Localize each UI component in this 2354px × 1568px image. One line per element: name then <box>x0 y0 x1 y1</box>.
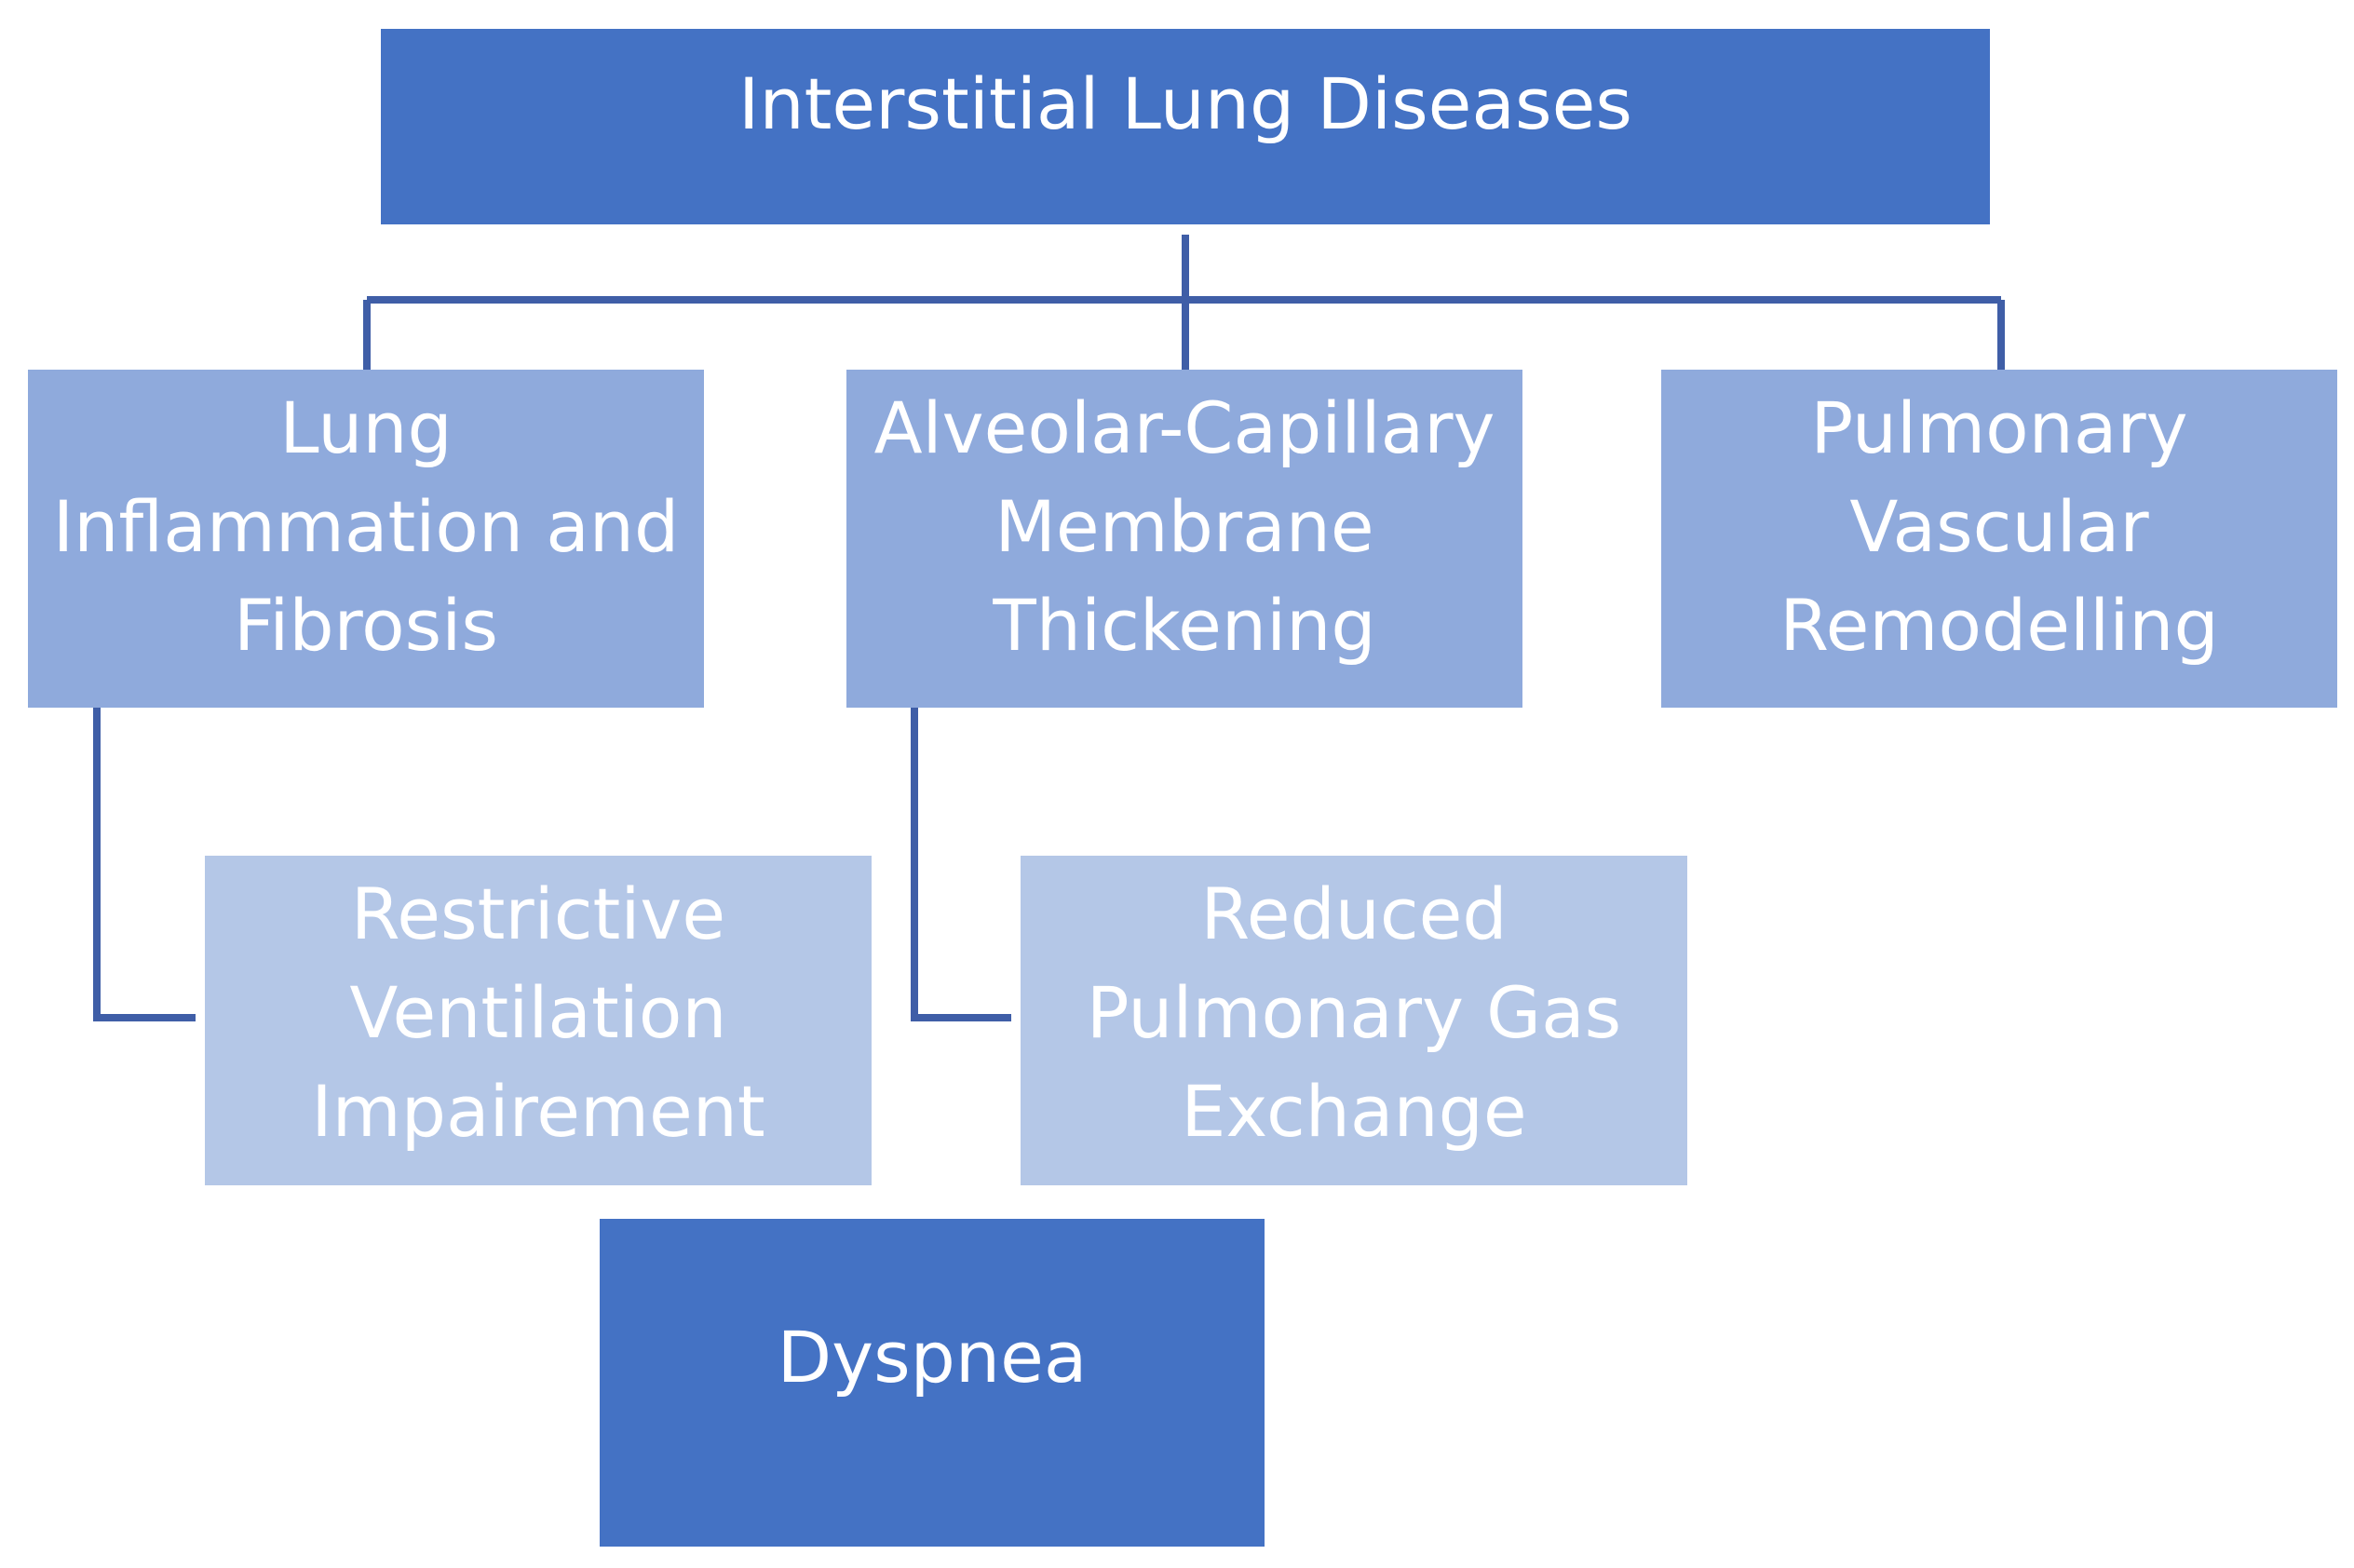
pulmonary-vascular-remodelling-box: Pulmonary Vascular Remodelling <box>1661 370 2337 708</box>
reduced-gas-exchange-label: Reduced Pulmonary Gas Exchange <box>1086 872 1622 1153</box>
lung-inflammation-fibrosis-box: Lung Inflammation and Fibrosis <box>28 370 704 708</box>
alveolar-capillary-membrane-box: Alveolar-Capillary Membrane Thickening <box>846 370 1522 708</box>
inflammation-to-restrictive-connector <box>93 708 196 1021</box>
pulmonary-vascular-remodelling-label: Pulmonary Vascular Remodelling <box>1779 386 2219 667</box>
membrane-to-gas-exchange-connector <box>911 708 1011 1021</box>
dyspnea-label: Dyspnea <box>777 1316 1088 1399</box>
alveolar-capillary-membrane-label: Alveolar-Capillary Membrane Thickening <box>873 386 1495 667</box>
restrictive-ventilation-box: Restrictive Ventilation Impairement <box>205 856 872 1185</box>
interstitial-lung-diseases-label: Interstitial Lung Diseases <box>738 62 1632 145</box>
lung-inflammation-fibrosis-label: Lung Inflammation and Fibrosis <box>52 386 680 667</box>
restrictive-ventilation-label: Restrictive Ventilation Impairement <box>311 872 765 1153</box>
dyspnea-box: Dyspnea <box>600 1219 1265 1547</box>
reduced-gas-exchange-box: Reduced Pulmonary Gas Exchange <box>1021 856 1687 1185</box>
interstitial-lung-diseases-box: Interstitial Lung Diseases <box>381 29 1990 224</box>
